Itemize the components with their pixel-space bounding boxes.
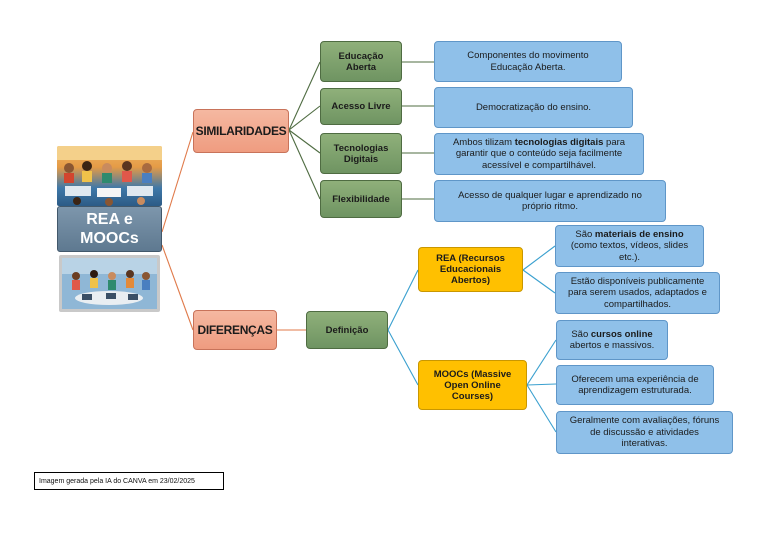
rea-desc-materiais: São materiais de ensino (como textos, ví… xyxy=(555,225,704,267)
center-title-line1: REA e xyxy=(86,211,133,228)
rea-desc-publico-line3: compartilhados. xyxy=(603,298,672,310)
acesso-livre-desc: Democratização do ensino. xyxy=(434,87,633,128)
acesso-livre-node: Acesso Livre xyxy=(320,88,402,125)
moocs-desc-cursos-line2: abertos e massivos. xyxy=(569,340,655,351)
flexibilidade-node: Flexibilidade xyxy=(320,180,402,218)
flexibilidade-desc-line2: próprio ritmo. xyxy=(522,201,578,212)
tecnologias-digitais-desc-line2: garantir que o conteúdo seja facilmente xyxy=(455,148,623,160)
tecnologias-digitais-line2: Digitais xyxy=(343,153,379,165)
rea-line3: Abertos) xyxy=(450,275,491,286)
rea-line1: REA (Recursos xyxy=(436,253,505,264)
acesso-livre-label: Acesso Livre xyxy=(331,101,391,112)
moocs-line1: MOOCs (Massive xyxy=(433,368,512,380)
moocs-desc-experiencia: Oferecem uma experiência de aprendizagem… xyxy=(556,365,714,405)
moocs-desc-cursos: São cursos online abertos e massivos. xyxy=(556,320,668,360)
educacao-aberta-desc-line2: Educação Aberta. xyxy=(490,61,566,73)
rea-desc-publico: Estão disponíveis publicamente para sere… xyxy=(555,272,720,314)
moocs-line2: Open Online xyxy=(444,379,501,391)
flexibilidade-desc-line1: Acesso de qualquer lugar e aprendizado n… xyxy=(458,189,642,201)
tecnologias-digitais-line1: Tecnologias xyxy=(333,142,389,154)
diferencas-node: DIFERENÇAS xyxy=(193,310,277,350)
tecnologias-digitais-desc-line1: Ambos tilizam tecnologias digitais para xyxy=(452,136,626,148)
definicao-label: Definição xyxy=(325,324,369,336)
similaridades-node: SIMILARIDADES xyxy=(193,109,289,153)
educacao-aberta-desc-line1: Componentes do movimento xyxy=(467,50,589,61)
rea-desc-materiais-line3: etc.). xyxy=(618,251,641,263)
tecnologias-digitais-node: Tecnologias Digitais xyxy=(320,133,402,174)
rea-desc-materiais-line2: (como textos, vídeos, slides xyxy=(570,240,689,252)
top-illustration xyxy=(57,146,162,206)
moocs-desc-avaliacoes: Geralmente com avaliações, fóruns de dis… xyxy=(556,411,733,454)
moocs-desc-experiencia-line2: aprendizagem estruturada. xyxy=(578,385,692,396)
center-title-line2: MOOCs xyxy=(80,230,139,247)
diferencas-label: DIFERENÇAS xyxy=(197,323,273,337)
moocs-desc-cursos-line1: São cursos online xyxy=(571,328,653,340)
rea-line2: Educacionais xyxy=(439,264,502,275)
classroom-illustration-icon xyxy=(57,146,162,206)
rea-desc-materiais-line1: São materiais de ensino xyxy=(575,228,684,240)
center-node: REA e MOOCs xyxy=(57,206,162,252)
educacao-aberta-line2: Aberta xyxy=(345,61,377,73)
similaridades-label: SIMILARIDADES xyxy=(195,124,287,138)
tecnologias-digitais-desc-line3: acessível e compartilhável. xyxy=(481,159,597,171)
definicao-node: Definição xyxy=(306,311,388,349)
moocs-desc-avaliacoes-line3: interativas. xyxy=(621,438,668,450)
educacao-aberta-line1: Educação xyxy=(338,50,384,62)
bottom-illustration xyxy=(59,255,160,312)
tecnologias-digitais-desc: Ambos tilizam tecnologias digitais para … xyxy=(434,133,644,175)
rea-node: REA (Recursos Educacionais Abertos) xyxy=(418,247,523,292)
acesso-livre-desc-text: Democratização do ensino. xyxy=(475,101,592,113)
image-credit-note: Imagem gerada pela IA do CANVA em 23/02/… xyxy=(34,472,224,490)
educacao-aberta-desc: Componentes do movimento Educação Aberta… xyxy=(434,41,622,82)
rea-desc-publico-line1: Estão disponíveis publicamente xyxy=(570,275,705,287)
students-illustration-icon xyxy=(62,258,157,309)
moocs-node: MOOCs (Massive Open Online Courses) xyxy=(418,360,527,410)
flexibilidade-label: Flexibilidade xyxy=(332,193,390,205)
moocs-desc-experiencia-line1: Oferecem uma experiência de xyxy=(571,373,699,385)
moocs-desc-avaliacoes-line2: de discussão e atividades xyxy=(590,426,699,438)
rea-desc-publico-line2: para serem usados, adaptados e xyxy=(568,287,707,299)
educacao-aberta-node: Educação Aberta xyxy=(320,41,402,82)
flexibilidade-desc: Acesso de qualquer lugar e aprendizado n… xyxy=(434,180,666,222)
moocs-desc-avaliacoes-line1: Geralmente com avaliações, fóruns xyxy=(569,415,720,427)
moocs-line3: Courses) xyxy=(451,390,494,402)
